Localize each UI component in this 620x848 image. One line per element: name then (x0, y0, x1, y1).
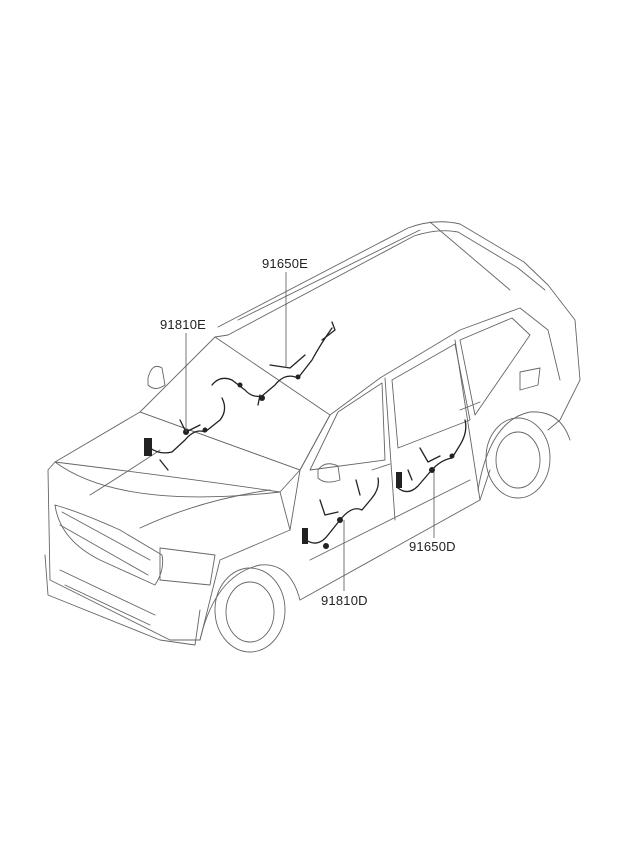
harness-front-main (144, 397, 226, 471)
vehicle-body (44, 221, 581, 653)
callout-91650D: 91650D (409, 539, 456, 554)
harness-roof (211, 321, 336, 406)
callout-91650E: 91650E (262, 256, 309, 271)
callout-91810D: 91810D (321, 593, 368, 608)
callout-91810E: 91810E (160, 317, 207, 332)
harness-front-door (302, 477, 380, 549)
harness-rear-door (396, 419, 467, 493)
